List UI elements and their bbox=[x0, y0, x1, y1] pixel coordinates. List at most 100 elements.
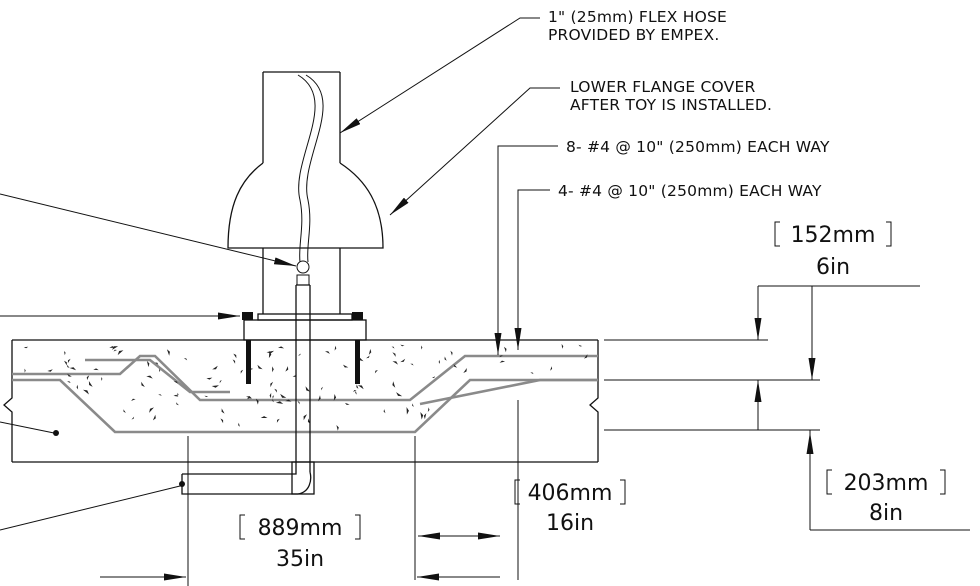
aggregate-speck bbox=[67, 373, 72, 377]
rebar-top-callout: 8- #4 @ 10" (250mm) EACH WAY bbox=[566, 138, 830, 156]
leader-to-coupling bbox=[0, 193, 297, 267]
aggregate-speck bbox=[152, 414, 156, 421]
rebar-lower-mat bbox=[12, 378, 598, 434]
flex-hose-line-a bbox=[297, 74, 316, 263]
aggregate-speck bbox=[333, 394, 337, 401]
aggregate-speck bbox=[396, 392, 403, 397]
aggregate-speck bbox=[427, 407, 430, 412]
aggregate-speck bbox=[24, 368, 26, 373]
aggregate-speck bbox=[383, 409, 386, 414]
aggregate-speck bbox=[64, 360, 67, 366]
aggregate-speck bbox=[355, 390, 357, 395]
aggregate-speck bbox=[154, 362, 159, 365]
aggregate-speck bbox=[131, 398, 136, 401]
aggregate-speck bbox=[584, 354, 588, 359]
aggregate-speck bbox=[206, 377, 213, 380]
aggregate-speck bbox=[86, 375, 90, 381]
aggregate-speck bbox=[298, 353, 301, 356]
aggregate-speck bbox=[268, 350, 272, 359]
flex-hose-callout-line2: PROVIDED BY EMPEX. bbox=[548, 26, 719, 44]
aggregate-speck bbox=[358, 356, 364, 362]
aggregate-speck bbox=[212, 365, 218, 370]
rebar-top-leader bbox=[494, 145, 558, 355]
callouts: 1" (25mm) FLEX HOSE PROVIDED BY EMPEX. L… bbox=[339, 8, 830, 355]
bolt-nut-left bbox=[242, 312, 253, 320]
haunch-width-in: 16in bbox=[546, 511, 594, 536]
aggregate-speck bbox=[176, 402, 179, 406]
aggregate-speck bbox=[334, 345, 337, 351]
aggregate-speck bbox=[453, 364, 458, 368]
aggregate-speck bbox=[406, 407, 409, 415]
dimension-slab-depth: 152mm 6in bbox=[604, 221, 920, 431]
aggregate-speck bbox=[353, 390, 357, 393]
aggregate-speck bbox=[392, 352, 396, 357]
aggregate-speck bbox=[272, 395, 274, 399]
aggregate-speck bbox=[499, 360, 506, 363]
aggregate-speck bbox=[285, 366, 289, 372]
aggregate-speck bbox=[499, 355, 503, 358]
rebar bbox=[12, 354, 598, 434]
aggregate-speck bbox=[204, 395, 209, 397]
aggregate-speck bbox=[47, 369, 53, 372]
aggregate-speck bbox=[173, 381, 178, 384]
aggregate-speck bbox=[366, 355, 370, 359]
aggregate-speck bbox=[391, 346, 395, 349]
aggregate-speck bbox=[88, 381, 93, 387]
aggregate-speck bbox=[177, 392, 179, 397]
leader-to-slab bbox=[0, 421, 55, 434]
aggregate-speck bbox=[285, 399, 292, 402]
aggregate-speck bbox=[219, 380, 222, 384]
aggregate-speck bbox=[303, 414, 307, 421]
aggregate-speck bbox=[392, 381, 396, 388]
aggregate-speck bbox=[374, 370, 378, 374]
aggregate-speck bbox=[344, 402, 350, 405]
dimension-footing-width: 889mm 35in bbox=[100, 436, 500, 586]
aggregate-speck bbox=[64, 351, 66, 356]
aggregate-speck bbox=[220, 418, 224, 424]
aggregate-speck bbox=[420, 412, 424, 420]
aggregate-speck bbox=[246, 396, 252, 399]
aggregate-speck bbox=[221, 408, 225, 414]
aggregate-speck bbox=[141, 381, 145, 387]
aggregate-speck bbox=[504, 346, 507, 353]
hose-coupling bbox=[296, 260, 310, 274]
aggregate-speck bbox=[149, 407, 154, 413]
aggregate-speck bbox=[240, 369, 244, 374]
aggregate-speck bbox=[305, 386, 311, 392]
aggregate-speck bbox=[392, 361, 398, 365]
aggregate-speck bbox=[23, 346, 29, 349]
hose-fitting bbox=[296, 274, 310, 286]
footing-dim-brackets bbox=[826, 469, 946, 495]
aggregate-speck bbox=[67, 381, 71, 383]
aggregate-speck bbox=[166, 349, 170, 356]
bolt-nut-right bbox=[352, 312, 363, 320]
flange-cover-bell bbox=[227, 162, 384, 249]
aggregate-speck bbox=[356, 384, 359, 389]
slab-depth-in: 6in bbox=[816, 255, 850, 280]
haunch-dim-brackets bbox=[514, 479, 626, 505]
aggregate-speck bbox=[233, 353, 237, 359]
aggregate-speck bbox=[321, 386, 323, 391]
anchor-bolts bbox=[242, 312, 363, 384]
aggregate-speck bbox=[238, 422, 240, 427]
aggregate-speck bbox=[400, 358, 406, 363]
aggregate-speck bbox=[336, 425, 339, 431]
slab-right-break bbox=[589, 340, 599, 462]
aggregate-speck bbox=[410, 363, 414, 366]
aggregate-speck bbox=[159, 368, 161, 373]
aggregate-speck bbox=[530, 372, 534, 375]
dimension-footing-depth: 203mm 8in bbox=[806, 430, 970, 531]
slab-dim-brackets bbox=[774, 221, 892, 247]
aggregate-speck bbox=[255, 398, 259, 405]
flex-hose bbox=[296, 74, 324, 286]
slab-left-break bbox=[3, 340, 13, 462]
rebar-bottom-callout: 4- #4 @ 10" (250mm) EACH WAY bbox=[558, 182, 822, 200]
aggregate-speck bbox=[67, 358, 71, 364]
aggregate-speck bbox=[269, 392, 272, 399]
aggregate-speck bbox=[318, 395, 321, 402]
aggregate-speck bbox=[69, 367, 77, 371]
aggregate-speck bbox=[463, 368, 467, 373]
aggregate-speck bbox=[412, 403, 414, 407]
aggregate-speck bbox=[400, 344, 405, 347]
riser-pipe bbox=[295, 284, 311, 462]
